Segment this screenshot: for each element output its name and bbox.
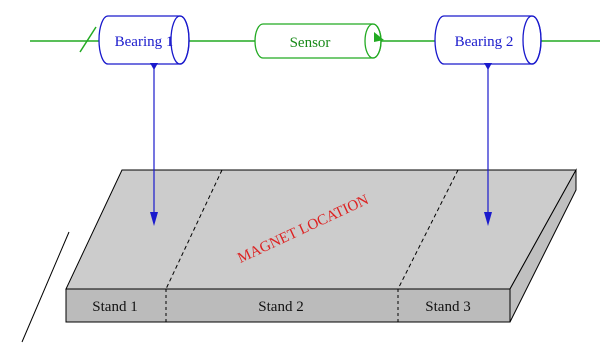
bearing-1: Bearing 1 xyxy=(98,15,190,65)
sensor: Sensor xyxy=(254,23,384,59)
stand-block-front xyxy=(65,288,511,323)
bearing-2-pointer-arrowhead xyxy=(484,212,492,226)
stand-2-label: Stand 2 xyxy=(258,299,303,315)
shaft-break-mark xyxy=(79,26,97,53)
bearing-1-pointer-arrowhead xyxy=(150,212,158,226)
reference-diagonal-line xyxy=(21,231,70,343)
bearing-2-end xyxy=(522,15,542,65)
bearing-pointers xyxy=(150,63,492,226)
stand-3-label: Stand 3 xyxy=(425,299,470,315)
bearing-1-end xyxy=(170,15,190,65)
stand-block: Stand 1 Stand 2 Stand 3 MAGNET LOCATION xyxy=(65,168,577,323)
stand-divider-2-top xyxy=(397,169,459,290)
sensor-label: Sensor xyxy=(290,35,331,51)
bearing-1-label: Bearing 1 xyxy=(115,34,174,50)
stand-1-label: Stand 1 xyxy=(92,299,137,315)
bearing-2-label: Bearing 2 xyxy=(455,34,514,50)
stand-divider-1-top xyxy=(165,169,223,290)
bearing-2: Bearing 2 xyxy=(434,15,542,65)
sensor-end xyxy=(364,23,382,59)
sensor-arrowhead xyxy=(374,32,384,42)
